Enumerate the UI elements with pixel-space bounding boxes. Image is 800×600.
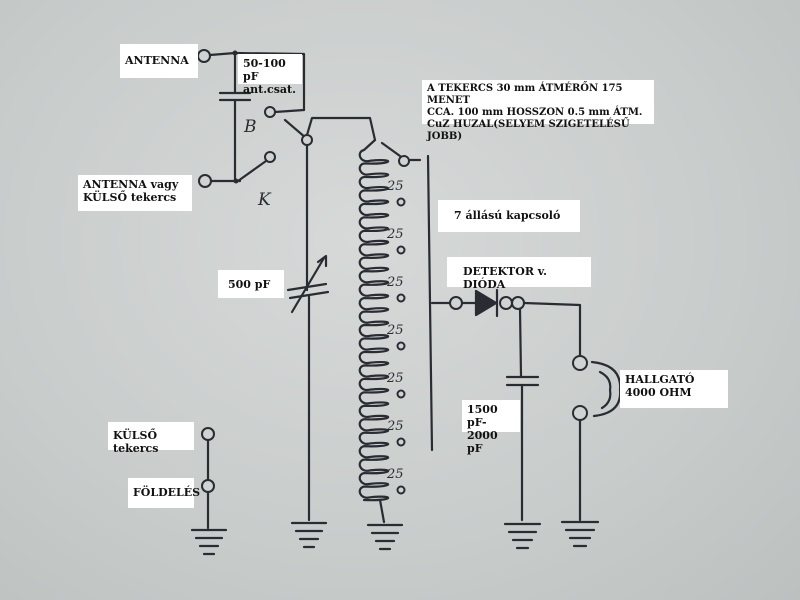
switch-bus [426, 154, 434, 452]
detector-diode [449, 288, 525, 318]
switch-b-contact [264, 106, 276, 118]
switch-k-mark: K [257, 190, 272, 210]
main-coil: 25 25 25 25 25 25 25 [358, 138, 406, 502]
ground-external [190, 528, 228, 556]
antenna-alt-terminal [198, 174, 242, 188]
coil-tap-contact [396, 485, 406, 495]
antenna-or-external-label: ANTENNA vagy KÜLSŐ tekercs [78, 175, 192, 211]
coil-tap-label: 25 [386, 323, 404, 338]
headphone-label: HALLGATÓ 4000 OHM [620, 370, 728, 408]
k-wire [236, 159, 268, 183]
coil-tap-contact [396, 341, 406, 351]
variable-cap-label: 500 pF [218, 270, 284, 298]
coil-tap-label: 25 [386, 227, 404, 242]
ground-variable-cap [290, 521, 328, 549]
coil-top-lead [380, 141, 402, 158]
antenna-capacitor [218, 50, 252, 183]
bypass-cap-label: 1500 pF- 2000 pF [462, 400, 520, 455]
coil-tap-contact [396, 437, 406, 447]
coil-tap-contact [396, 389, 406, 399]
switch-lever [283, 118, 308, 140]
pivot-wire [305, 116, 377, 142]
coil-tap-label: 25 [386, 467, 404, 482]
ground-coil [366, 523, 404, 551]
detector-label: DETEKTOR v. DIÓDA [447, 257, 591, 291]
switch-pivot [301, 134, 313, 146]
coil-tap-label: 25 [386, 419, 404, 434]
detector-output-wire [522, 301, 582, 358]
ground-headphone [560, 520, 600, 548]
coil-spec-note: A TEKERCS 30 mm ÁTMÉRŐN 175 MENET CCA. 1… [422, 80, 654, 142]
antenna-cap-label: 50-100 pF ant.csat. [238, 54, 302, 96]
coil-bottom-wire [378, 498, 386, 524]
bypass-capacitor [505, 307, 540, 522]
external-coil-label: KÜLSŐ tekercs [108, 422, 194, 455]
coil-tap-contact [396, 197, 406, 207]
top-wire [233, 51, 306, 112]
antenna-label: ANTENNA [120, 44, 198, 78]
switch-b-mark: B [243, 117, 257, 137]
coil-tap-label: 25 [386, 371, 404, 386]
coil-winding [358, 138, 390, 502]
antenna-terminal [197, 49, 237, 63]
switch-top-contact [398, 155, 422, 167]
headphone-icon [572, 355, 622, 522]
coil-tap-label: 25 [386, 275, 404, 290]
variable-capacitor [286, 254, 330, 522]
b-wire [273, 108, 306, 114]
coil-tap-contact [396, 245, 406, 255]
switch-k-contact [264, 151, 276, 163]
coil-tap-label: 25 [386, 179, 404, 194]
coil-tap-contact [396, 293, 406, 303]
ground-label: FÖLDELÉS [128, 478, 200, 508]
switch-7-label: 7 állású kapcsoló [438, 200, 580, 232]
external-coil-terminal [201, 427, 215, 530]
ground-bypass-cap [503, 522, 542, 550]
